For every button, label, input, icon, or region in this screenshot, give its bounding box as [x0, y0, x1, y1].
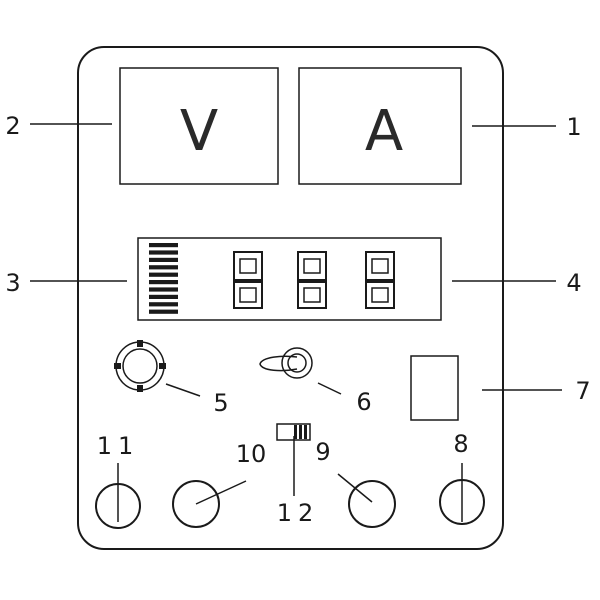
leader-10	[195, 480, 247, 505]
digit-2	[297, 251, 327, 309]
callout-6: 6	[356, 388, 371, 416]
callout-2: 2	[5, 112, 20, 140]
bar-segment	[149, 243, 178, 248]
callout-1: 1	[566, 113, 581, 141]
leader-5	[165, 383, 201, 397]
digit-3	[365, 251, 395, 309]
leader-9	[337, 473, 373, 503]
ammeter-window	[298, 67, 462, 185]
callout-labels: 1 2 3 4 5 6 7 8 9 10 11 12	[5, 112, 590, 527]
terminal-10[interactable]	[172, 480, 220, 528]
voltmeter-letter: V	[180, 99, 218, 164]
selector-knob[interactable]	[114, 340, 166, 392]
terminal-9[interactable]	[348, 480, 396, 528]
bar-segment	[149, 287, 178, 292]
digital-display	[137, 237, 442, 321]
voltmeter-window	[119, 67, 279, 185]
bar-segment	[149, 272, 178, 277]
callout-8: 8	[453, 430, 468, 458]
panel-outline	[77, 46, 504, 550]
digit-1	[233, 251, 263, 309]
voltmeter: V	[119, 67, 279, 185]
ammeter-letter: A	[365, 99, 403, 164]
bar-segment	[149, 257, 178, 262]
callout-9: 9	[315, 438, 330, 466]
toggle-switch[interactable]	[259, 347, 313, 379]
callout-4: 4	[566, 269, 581, 297]
bar-segment	[149, 309, 178, 314]
bar-segment	[149, 302, 178, 307]
callout-5: 5	[213, 389, 228, 417]
indicator-window	[410, 355, 459, 421]
callout-11: 11	[97, 432, 140, 460]
display-window	[137, 237, 442, 321]
bar-graph-indicator	[149, 243, 178, 314]
ammeter: A	[298, 67, 462, 185]
callout-3: 3	[5, 269, 20, 297]
callout-7: 7	[575, 377, 590, 405]
callout-12: 12	[277, 499, 320, 527]
bar-segment	[149, 294, 178, 299]
bar-segment	[149, 280, 178, 285]
leader-lines	[30, 123, 562, 522]
callout-10: 10	[236, 440, 267, 468]
leader-6	[317, 382, 342, 395]
bar-segment	[149, 265, 178, 270]
bar-segment	[149, 250, 178, 255]
